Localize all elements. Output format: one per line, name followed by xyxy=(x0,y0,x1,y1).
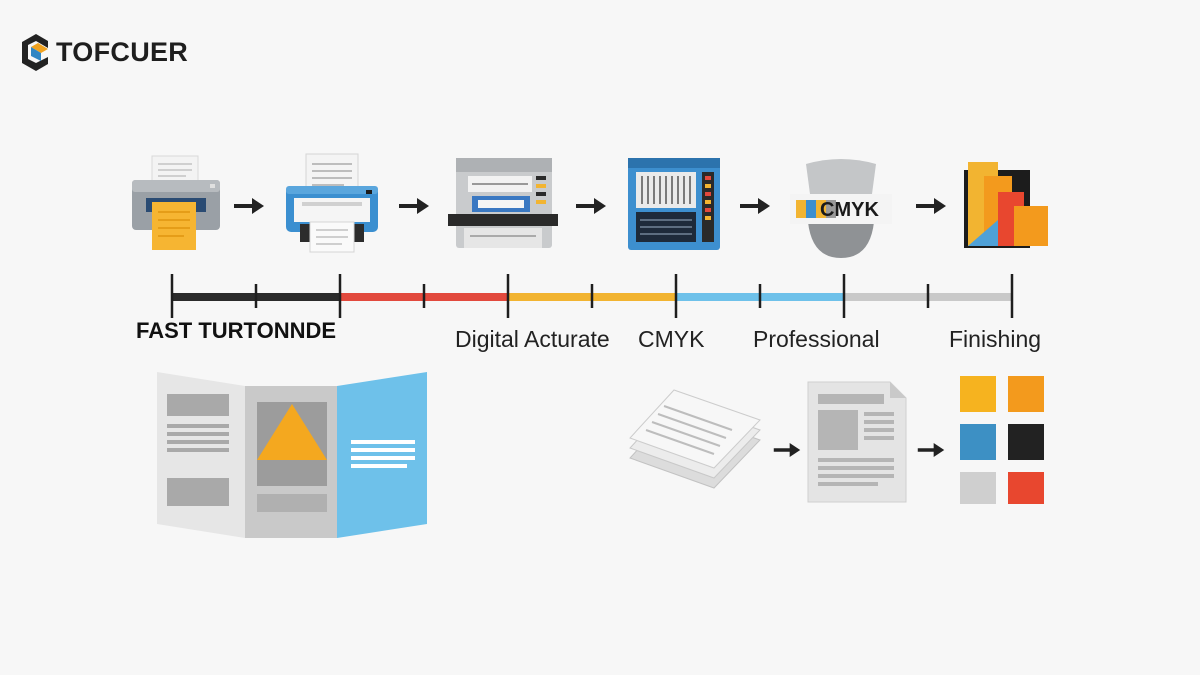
arrow-right-icon xyxy=(773,442,801,458)
label-cmyk: CMYK xyxy=(638,326,705,352)
label-digital: Digital Acturate xyxy=(455,326,610,352)
color-swatch xyxy=(960,424,996,460)
label-professional: Professional xyxy=(753,326,880,352)
finishing-stack-icon xyxy=(958,150,1058,260)
trifold-brochure-icon xyxy=(155,370,430,540)
arrow-right-icon xyxy=(399,198,429,214)
arrow-right-icon xyxy=(740,198,770,214)
arrow-right-icon xyxy=(917,442,945,458)
color-swatch xyxy=(1008,472,1044,508)
cmyk-printhead-icon: CMYK xyxy=(786,150,896,260)
progress-timeline xyxy=(160,264,1030,324)
label-fast-turnaround: FAST TURTONNDE xyxy=(136,318,337,343)
color-swatch xyxy=(1008,376,1044,412)
label-finishing: Finishing xyxy=(949,326,1042,352)
paper-stack-icon xyxy=(622,384,772,504)
color-swatches-icon xyxy=(958,374,1050,508)
document-page-icon xyxy=(806,380,908,504)
arrow-right-icon xyxy=(234,198,264,214)
brand-name: TOFCUER xyxy=(56,36,189,67)
arrow-right-icon xyxy=(576,198,606,214)
cmyk-badge: CMYK xyxy=(820,199,879,221)
office-printer-icon xyxy=(126,150,226,260)
color-swatch xyxy=(1008,424,1044,460)
press-machine-icon xyxy=(448,150,558,260)
color-swatch xyxy=(960,376,996,412)
blue-printer-icon xyxy=(282,150,382,260)
arrow-right-icon xyxy=(916,198,946,214)
digital-press-icon xyxy=(624,150,724,260)
color-swatch xyxy=(960,472,996,508)
brand-logo[interactable]: TOFCUER xyxy=(20,30,188,74)
brand-mark-icon xyxy=(22,34,48,71)
